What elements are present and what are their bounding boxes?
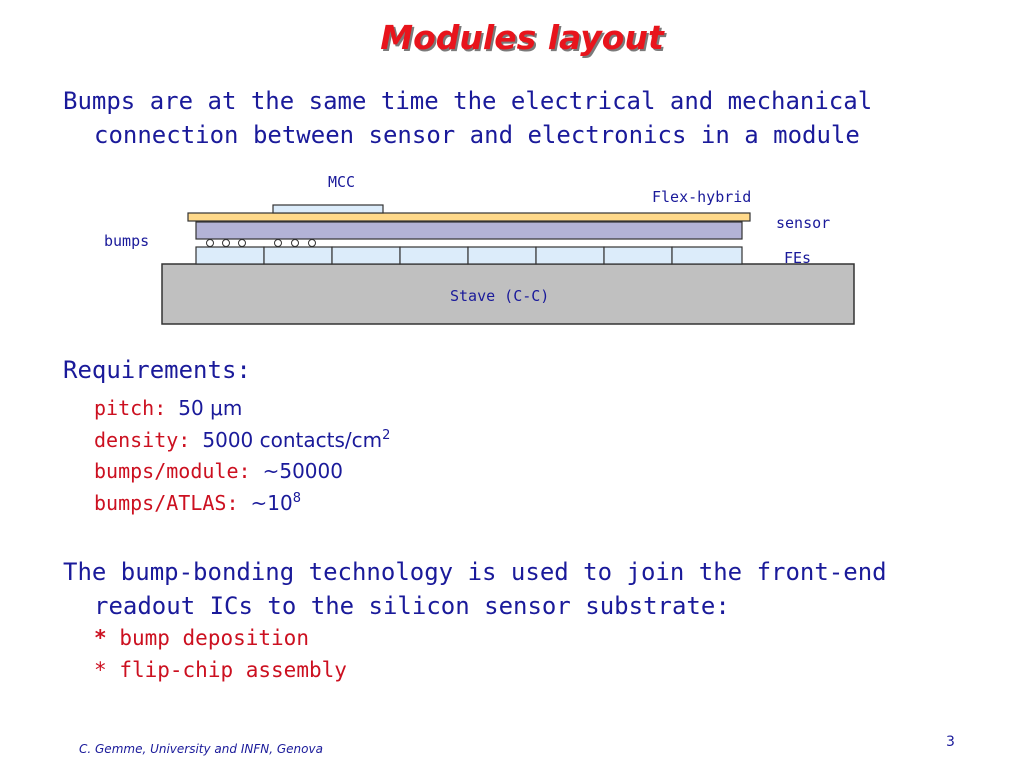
footer-credit: C. Gemme, University and INFN, Genova bbox=[79, 742, 323, 756]
bumps-label: bumps bbox=[104, 232, 150, 250]
stave-block bbox=[161, 263, 855, 325]
requirement-value: ~108 bbox=[251, 491, 302, 515]
bullet-star: * bbox=[94, 626, 107, 650]
technology-line-2: readout ICs to the silicon sensor substr… bbox=[94, 592, 730, 620]
fe-chip bbox=[535, 246, 605, 265]
sensor-block bbox=[195, 221, 743, 240]
fe-chips bbox=[195, 246, 743, 265]
requirement-value: ~50000 bbox=[262, 459, 343, 483]
technology-line-1: The bump-bonding technology is used to j… bbox=[63, 558, 887, 586]
fe-chip bbox=[671, 246, 743, 265]
bump-circles bbox=[206, 239, 316, 247]
tech-item-bump-deposition: * bump deposition bbox=[94, 626, 309, 650]
fe-chip bbox=[603, 246, 673, 265]
intro-paragraph: Bumps are at the same time the electrica… bbox=[63, 84, 963, 152]
tech-item-text: bump deposition bbox=[119, 626, 309, 650]
requirement-key: density: bbox=[94, 428, 191, 452]
page-number: 3 bbox=[946, 734, 955, 750]
requirement-key: pitch: bbox=[94, 396, 167, 420]
mcc-label: MCC bbox=[328, 173, 356, 191]
requirement-key: bumps/module: bbox=[94, 459, 251, 483]
bump bbox=[206, 239, 214, 247]
bump bbox=[222, 239, 230, 247]
flex-hybrid-layer bbox=[187, 212, 751, 222]
technology-paragraph: The bump-bonding technology is used to j… bbox=[63, 555, 963, 623]
intro-line-1: Bumps are at the same time the electrica… bbox=[63, 87, 873, 115]
value-text: 5000 contacts/cm bbox=[202, 428, 383, 452]
requirement-key: bumps/ATLAS: bbox=[94, 491, 239, 515]
requirement-density: density: 5000 contacts/cm2 bbox=[94, 428, 390, 452]
fe-chip bbox=[195, 246, 265, 265]
fe-chip bbox=[263, 246, 333, 265]
requirement-bumps-atlas: bumps/ATLAS: ~108 bbox=[94, 491, 301, 515]
fe-chip bbox=[331, 246, 401, 265]
requirement-pitch: pitch: 50 μm bbox=[94, 396, 242, 420]
value-text: ~10 bbox=[250, 491, 293, 515]
requirement-value: 5000 contacts/cm2 bbox=[202, 428, 390, 452]
requirements-heading: Requirements: bbox=[63, 356, 251, 384]
mcc-chip bbox=[272, 204, 384, 214]
bump bbox=[238, 239, 246, 247]
tech-item-text: flip-chip assembly bbox=[119, 658, 347, 682]
value-superscript: 8 bbox=[292, 491, 302, 506]
tech-item-flip-chip: * flip-chip assembly bbox=[94, 658, 347, 682]
stave-label: Stave (C-C) bbox=[450, 287, 550, 305]
sensor-label: sensor bbox=[776, 214, 831, 232]
requirement-value: 50 μm bbox=[178, 396, 243, 420]
bullet-star: * bbox=[94, 658, 107, 682]
requirement-bumps-module: bumps/module: ~50000 bbox=[94, 459, 343, 483]
bump bbox=[291, 239, 299, 247]
fe-chip bbox=[467, 246, 537, 265]
bump bbox=[274, 239, 282, 247]
slide-title: Modules layout bbox=[380, 18, 664, 57]
flex-hybrid-label: Flex-hybrid bbox=[652, 188, 752, 206]
fes-label: FEs bbox=[784, 249, 812, 267]
bump bbox=[308, 239, 316, 247]
fe-chip bbox=[399, 246, 469, 265]
value-superscript: 2 bbox=[382, 428, 391, 443]
intro-line-2: connection between sensor and electronic… bbox=[94, 121, 860, 149]
